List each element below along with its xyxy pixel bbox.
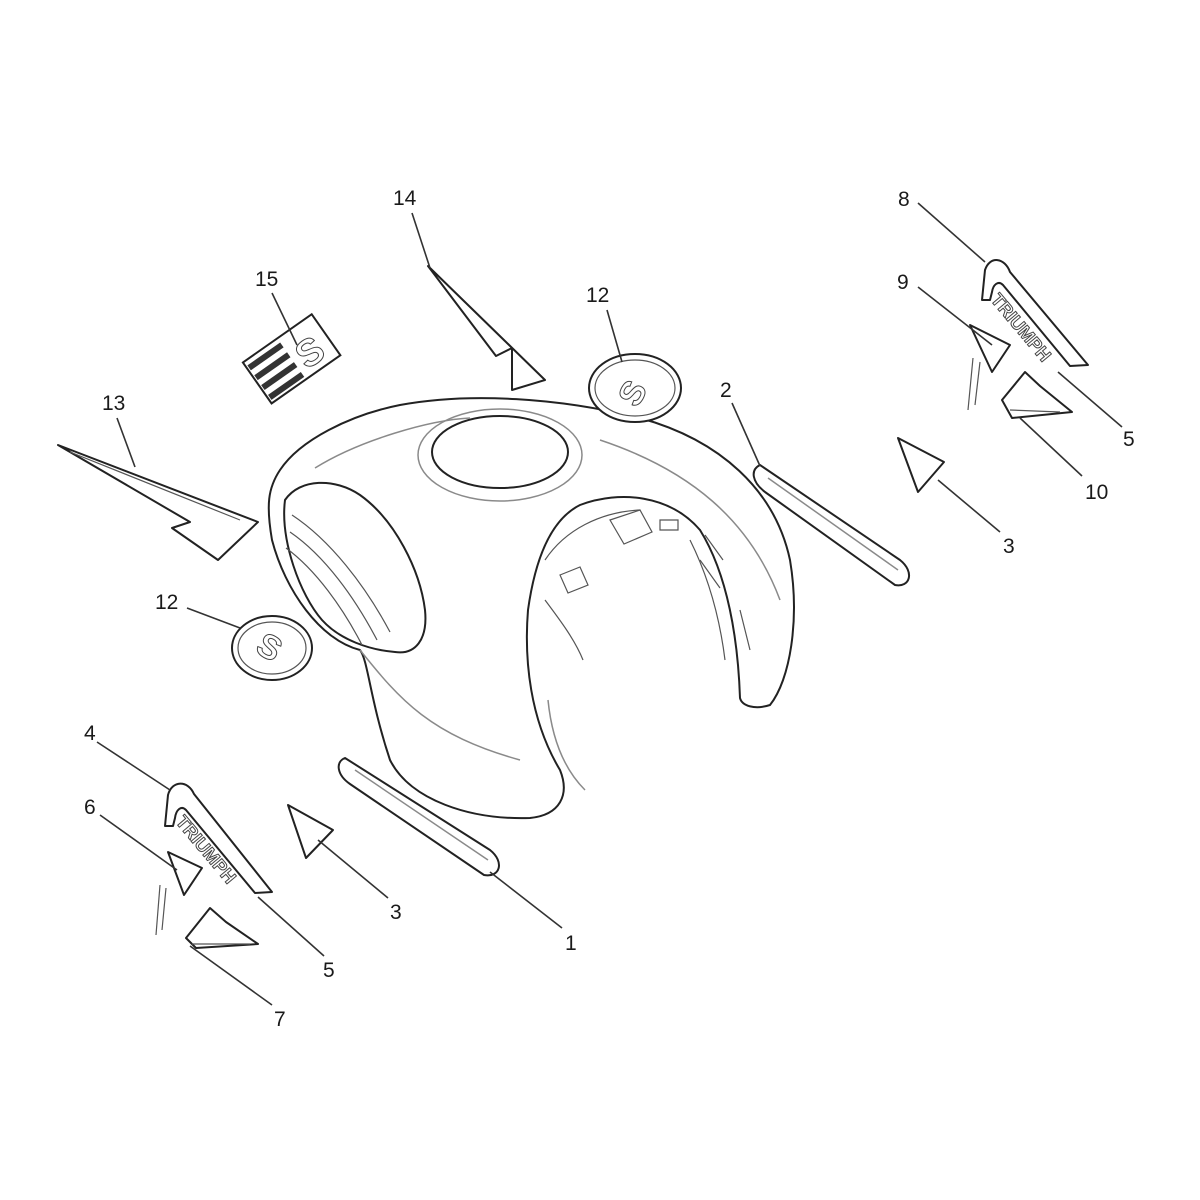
callout-14: 14 [393, 187, 417, 210]
callout-labels: 14 15 12 13 12 2 3 8 9 5 10 4 6 5 7 3 1 [84, 187, 1135, 1031]
badge-15: S [241, 312, 342, 405]
callout-7: 7 [274, 1008, 286, 1031]
triumph-decal-set-left: TRIUMPH [155, 782, 273, 949]
triumph-decal-set-right: TRIUMPH [967, 259, 1089, 419]
oval-badge-right: S [588, 353, 682, 423]
callout-1: 1 [565, 932, 577, 955]
callout-12-right: 12 [586, 284, 609, 307]
flash-decal-13 [57, 444, 259, 561]
triangle-decal-3-left [287, 804, 334, 859]
callout-3-left: 3 [390, 901, 402, 924]
leader-lines [96, 202, 1123, 1006]
callout-2: 2 [720, 379, 732, 402]
callout-5-right: 5 [1123, 428, 1135, 451]
callout-8: 8 [898, 188, 910, 211]
callout-15: 15 [255, 268, 278, 291]
callout-3-right: 3 [1003, 535, 1015, 558]
flash-decal-14 [427, 265, 546, 391]
callout-12-left: 12 [155, 591, 178, 614]
callout-13: 13 [102, 392, 125, 415]
callout-6: 6 [84, 796, 96, 819]
callout-10: 10 [1085, 481, 1108, 504]
callout-9: 9 [897, 271, 909, 294]
oval-badge-left: S [231, 615, 313, 681]
fuel-tank [267, 397, 795, 820]
callout-4: 4 [84, 722, 96, 745]
callout-5-left: 5 [323, 959, 335, 982]
triangle-decal-3-right [897, 437, 945, 493]
tank-strip-1 [337, 757, 500, 877]
